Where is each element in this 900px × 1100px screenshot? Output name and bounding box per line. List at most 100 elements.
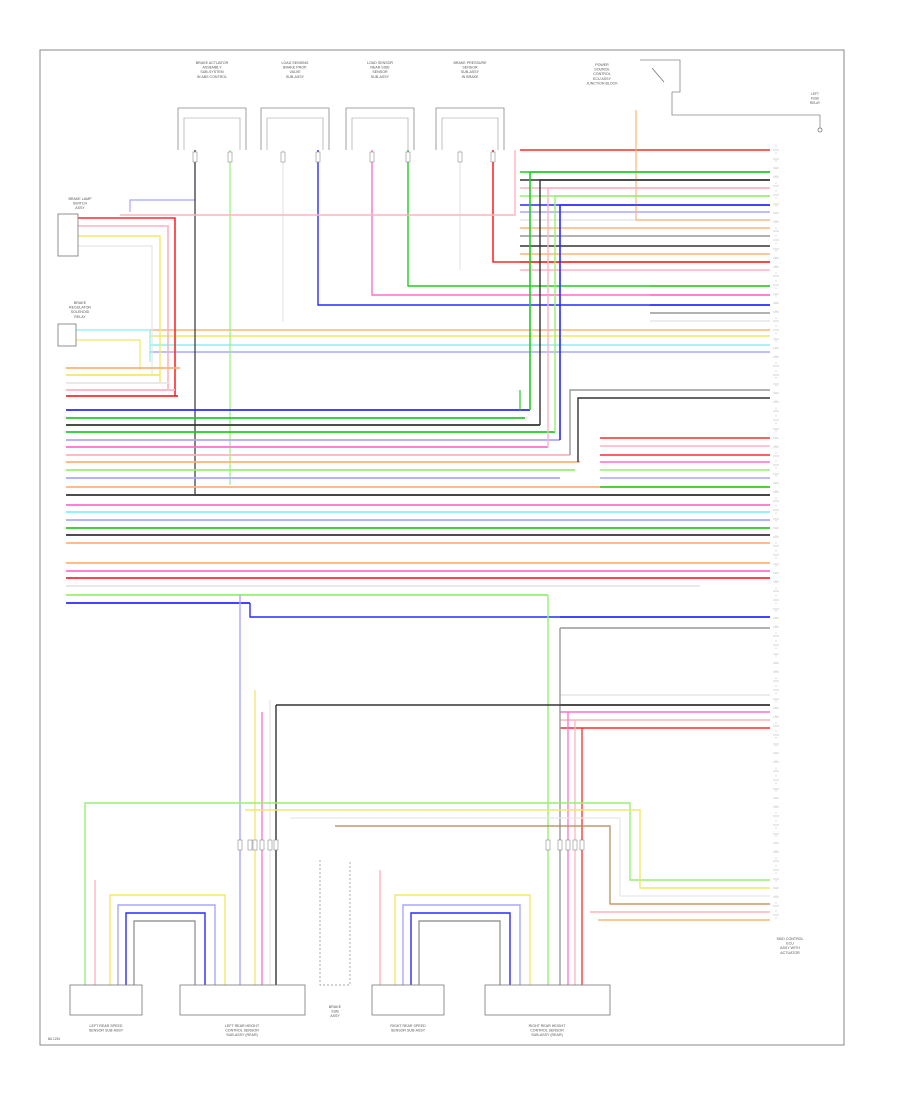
top-component-label: SENSOR (372, 70, 388, 74)
regulator-relay-body (57, 323, 77, 347)
skid-control-ecu-label: SKID CONTROL (777, 937, 804, 941)
bottom-feeder (335, 825, 770, 905)
left-rear-height-label: SUB-ASSY (REAR) (226, 1033, 258, 1037)
top-component-label: SUB-ASSY (286, 75, 305, 79)
connector-pin (247, 839, 253, 851)
sensor-loop (394, 894, 531, 985)
right-rear-height-sensor (484, 984, 611, 1016)
left-rear-speed-sensor (69, 984, 143, 1016)
riser-wire (554, 195, 770, 432)
top-component-label: BRAKE PRESSURE (454, 61, 488, 65)
brake-lamp-switch-body (57, 213, 79, 257)
connector-pin (545, 839, 551, 851)
bottom-center-label: SUB (331, 1010, 339, 1014)
fuse-label: FUSE (811, 97, 820, 101)
switch-wire (78, 235, 161, 383)
relay-wire (76, 329, 151, 362)
drop-wire (317, 150, 770, 306)
fuse-label: LEFT (811, 92, 819, 96)
top-component-label: VALVE (289, 70, 301, 74)
bottom-feeder (245, 809, 770, 889)
sensor-loop (117, 904, 216, 985)
connector-pin (315, 151, 321, 163)
left-rear-height-label: CONTROL SENSOR (225, 1029, 259, 1033)
riser-wire (547, 187, 770, 447)
regulator-relay-label: REGULATOR (69, 306, 91, 310)
top-component-label: SENSOR (462, 66, 478, 70)
connector-pin (579, 839, 585, 851)
bottom-center-label: BRAKE (329, 1005, 342, 1009)
left-rear-height-label: LEFT REAR HEIGHT (225, 1024, 260, 1028)
connector-pin (267, 839, 273, 851)
component-group (57, 59, 823, 1016)
left-rear-speed-label: SENSOR SUB-ASSY (89, 1029, 124, 1033)
right-rear-height-label: SUB-ASSY (REAR) (531, 1033, 563, 1037)
sensor-loop (418, 920, 501, 985)
bottom-feeder (290, 817, 770, 897)
power-source-label: JUNCTION BLOCK (586, 81, 618, 85)
top-component-inner (183, 117, 241, 150)
connector-pin (490, 151, 496, 163)
right-rear-speed-label: RIGHT REAR SPEED (390, 1024, 426, 1028)
sensor-loop (402, 904, 521, 985)
top-component-label: SUB-ASSY (371, 75, 390, 79)
right-rear-height-label: CONTROL SENSOR (530, 1029, 564, 1033)
top-component-label: BRAKE ACTUATOR (196, 61, 229, 65)
connector-pin (405, 151, 411, 163)
riser-wire (559, 204, 770, 440)
right-rear-height-label: RIGHT REAR HEIGHT (529, 1024, 566, 1028)
brake-lamp-switch-label: SWITCH (73, 202, 88, 206)
switch-wire (78, 245, 153, 375)
connector-pin (259, 839, 265, 851)
power-drop-wire (635, 110, 770, 221)
bottom-center-label: ASSY (330, 1014, 340, 1018)
right-rear-speed-label: SENSOR SUB-ASSY (391, 1029, 426, 1033)
drop-wire (492, 150, 770, 263)
connector-pin (557, 839, 563, 851)
connector-pin (252, 839, 258, 851)
drop-wire (120, 150, 516, 216)
top-component-label: BRAKE PROP. (283, 66, 307, 70)
top-component-bracket (177, 107, 247, 150)
sensor-loop (109, 894, 226, 985)
top-component-bracket (345, 107, 415, 150)
connector-pin (457, 151, 463, 163)
power-switch-body (640, 59, 681, 93)
sensor-loop (125, 912, 206, 985)
top-component-label: SUB-ASSY (461, 70, 480, 74)
top-component-label: SUB-SYSTEM (200, 70, 223, 74)
drop-wire (407, 150, 770, 287)
top-component-inner (351, 117, 409, 150)
power-source-label: SOURCE (594, 68, 610, 72)
switch-wire (78, 225, 169, 390)
riser-wire (529, 171, 770, 410)
skid-control-ecu-label: ACTUATOR (780, 951, 800, 955)
top-component-inner (441, 117, 499, 150)
regulator-relay-label: SOLENOID (71, 310, 90, 314)
bottom-route (249, 603, 770, 618)
bottom-feeder (84, 802, 770, 985)
top-component-bracket (435, 107, 505, 150)
switch-wire (78, 217, 176, 396)
drop-wire (194, 150, 770, 496)
connector-pin (565, 839, 571, 851)
sensor-loop (410, 912, 511, 985)
left-rear-speed-label: LEFT REAR SPEED (90, 1024, 123, 1028)
top-component-label: LOAD SENSING (282, 61, 309, 65)
top-component-inner (266, 117, 324, 150)
riser-wire (577, 397, 770, 462)
left-rear-height-sensor (179, 984, 306, 1016)
connector-pin (273, 839, 279, 851)
top-component-label: REAR SIDE (370, 66, 390, 70)
skid-control-ecu-label: ECU (786, 942, 794, 946)
diagram-border (39, 49, 845, 1046)
connector-pin (280, 151, 286, 163)
regulator-relay-label: BRAKE (74, 301, 87, 305)
relay-wire (76, 339, 141, 370)
drop-wire (129, 150, 196, 212)
top-component-label: IN BRAKE (462, 75, 479, 79)
brake-lamp-switch-label: BRAKE LAMP (69, 197, 93, 201)
connector-pin (192, 151, 198, 163)
